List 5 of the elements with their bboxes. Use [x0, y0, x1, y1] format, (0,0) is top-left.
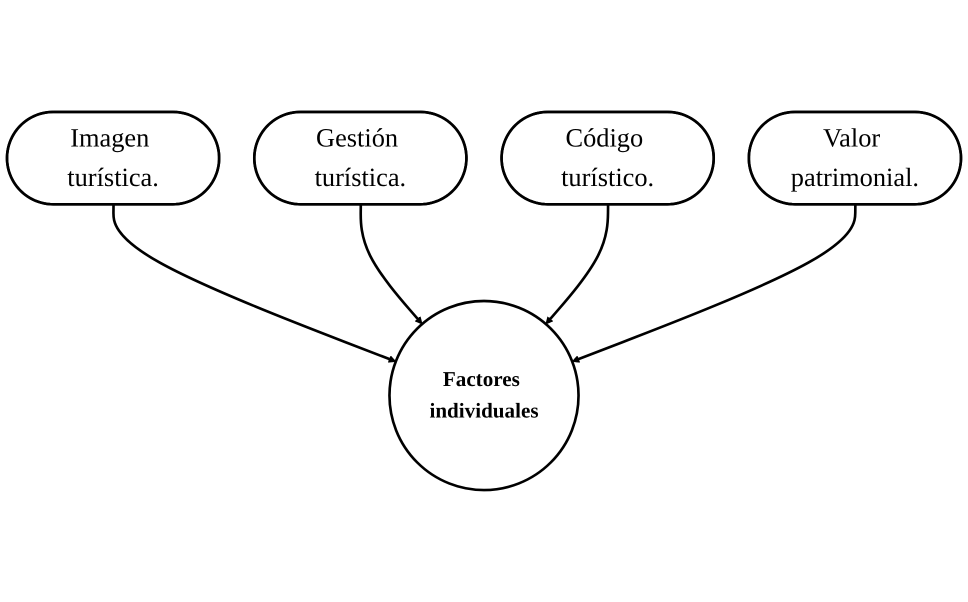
arrow — [112, 204, 396, 363]
arrow — [359, 204, 422, 324]
arrow — [572, 204, 857, 363]
arrow — [546, 204, 610, 324]
node-circle: Factores individuales — [388, 300, 580, 492]
